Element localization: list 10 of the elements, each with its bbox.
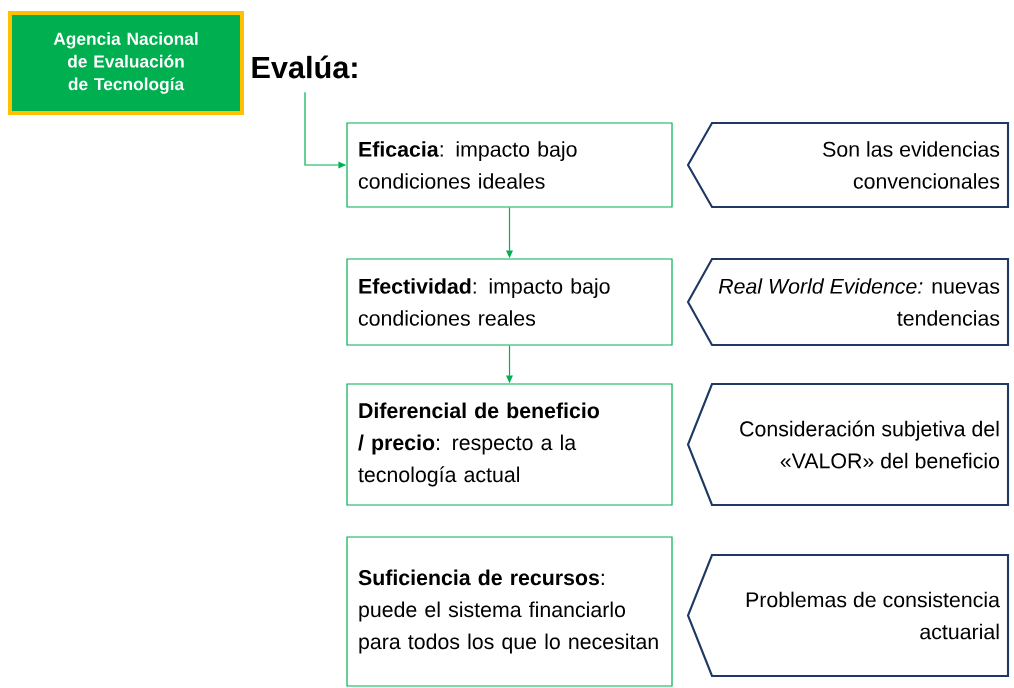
process-box: Diferencial de beneficio / precio: respecto a la tecnología actual bbox=[346, 383, 673, 506]
chevron-callout: Problemas de consistencia actuarial bbox=[686, 553, 1010, 678]
heading-text: Evalúa: bbox=[252, 55, 357, 79]
chevron-callout: Consideración subjetiva del «VALOR» del beneficio bbox=[686, 382, 1010, 507]
agency-box: Agencia Nacional de Evaluación de Tecnología bbox=[8, 11, 244, 115]
chevron-callout: Real World Evidence: nuevas tendencias bbox=[686, 257, 1010, 347]
process-box: Efectividad: impacto bajo condiciones reales bbox=[346, 258, 673, 346]
process-box: Suficiencia de recursos: puede el sistema financiarlo para todos los que lo necesitan bbox=[346, 536, 673, 687]
process-box: Eficacia: impacto bajo condiciones ideales bbox=[346, 122, 673, 208]
chevron-callout: Son las evidencias convencionales bbox=[686, 121, 1010, 209]
